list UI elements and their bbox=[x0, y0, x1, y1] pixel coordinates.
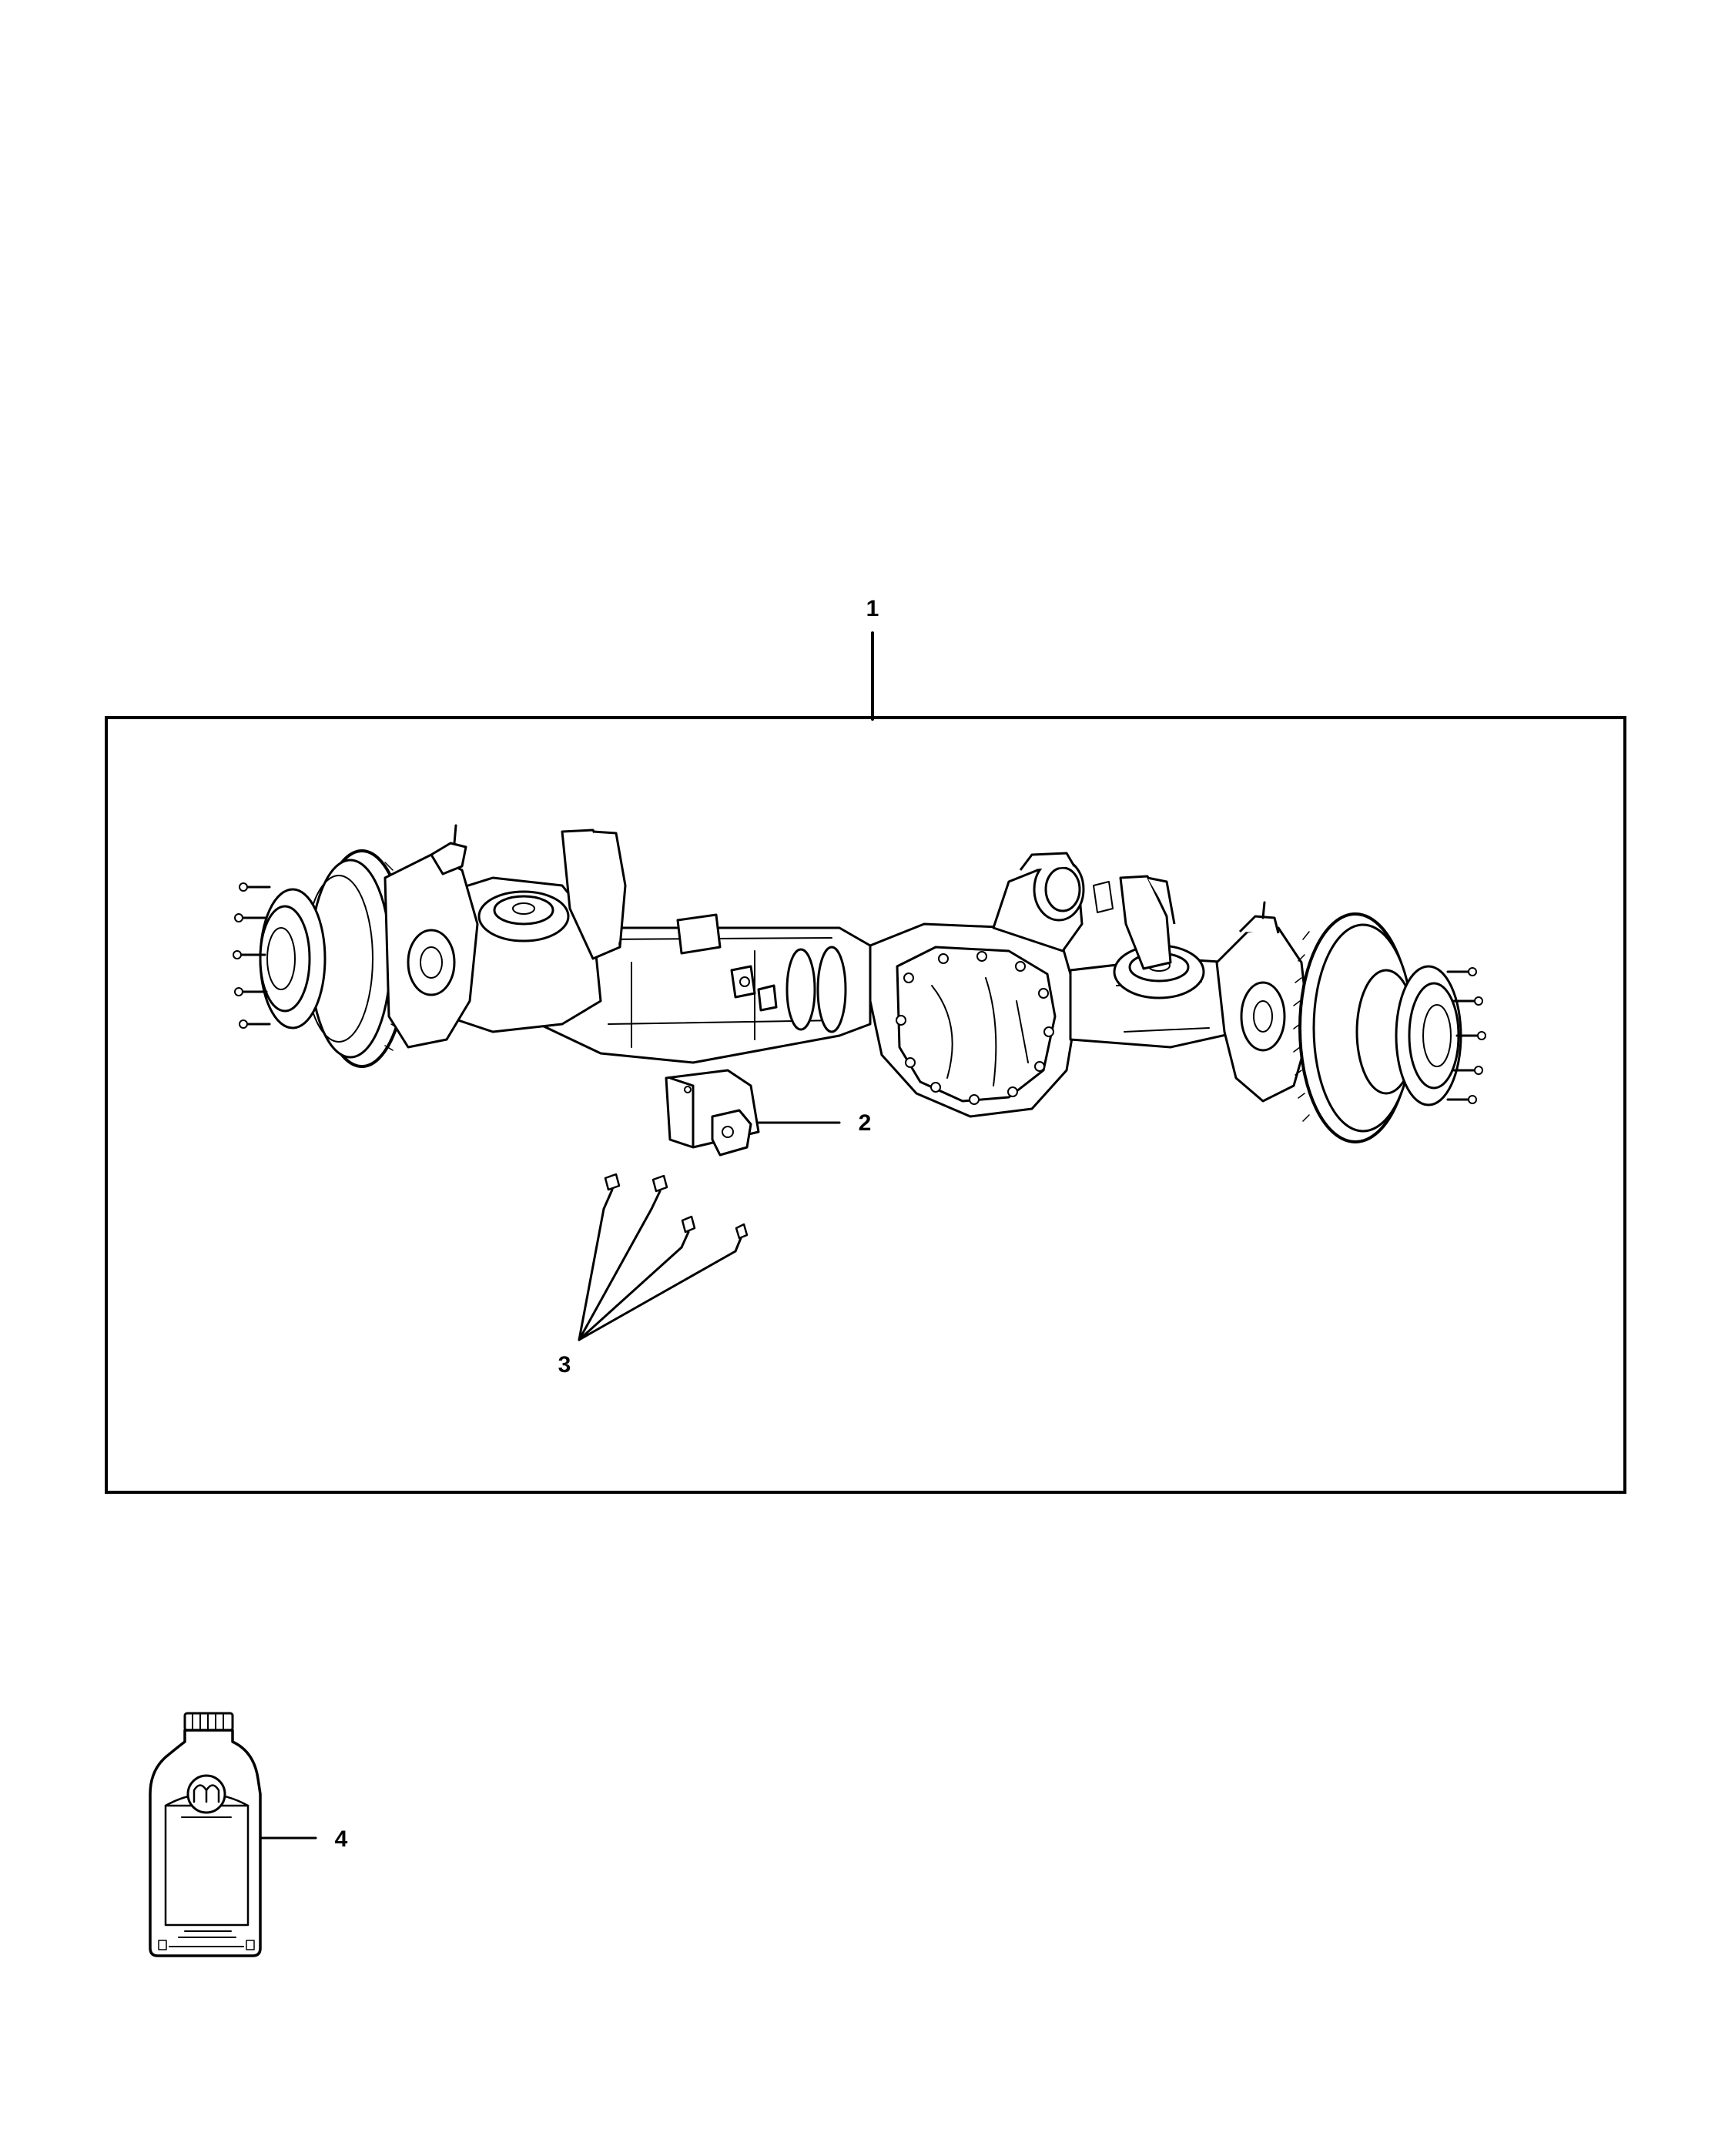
front-axle-assembly bbox=[233, 824, 1486, 1143]
part-3-bolts bbox=[602, 1173, 749, 1253]
callout-4-label: 4 bbox=[335, 1826, 348, 1852]
callout-3-leaders bbox=[578, 1207, 737, 1341]
assembly-frame bbox=[105, 716, 1626, 1494]
part-4-fluid-bottle bbox=[149, 1712, 262, 1957]
callout-1-label: 1 bbox=[866, 596, 879, 621]
part-2-bracket bbox=[665, 1069, 760, 1157]
callout-2-label: 2 bbox=[859, 1110, 872, 1136]
callout-3-label: 3 bbox=[558, 1352, 571, 1378]
